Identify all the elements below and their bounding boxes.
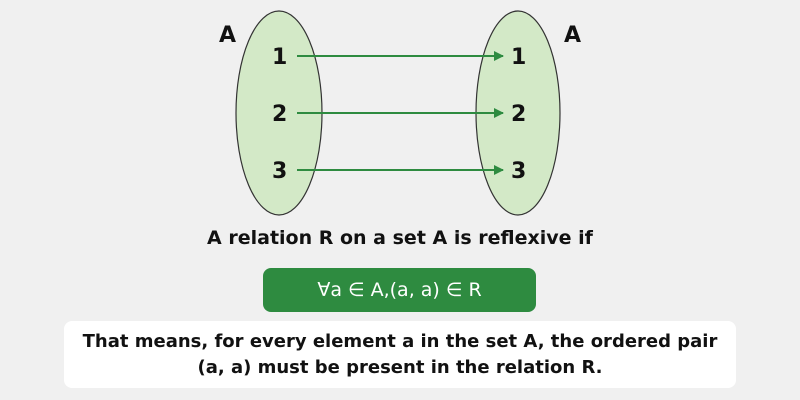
left-element-1: 1 bbox=[272, 45, 287, 70]
left-set-label: A bbox=[219, 23, 236, 48]
right-element-3: 3 bbox=[511, 159, 526, 184]
right-set-label: A bbox=[564, 23, 581, 48]
left-element-3: 3 bbox=[272, 159, 287, 184]
explanation-box: That means, for every element a in the s… bbox=[64, 321, 736, 388]
reflexive-formula: ∀a ∈ A,(a, a) ∈ R bbox=[317, 279, 482, 301]
formula-box: ∀a ∈ A,(a, a) ∈ R bbox=[263, 268, 536, 312]
right-element-1: 1 bbox=[511, 45, 526, 70]
definition-caption: A relation R on a set A is reflexive if bbox=[207, 227, 593, 249]
left-element-2: 2 bbox=[272, 102, 287, 127]
right-element-2: 2 bbox=[511, 102, 526, 127]
explanation-text: That means, for every element a in the s… bbox=[82, 330, 718, 378]
mapping-diagram: A 1 2 3 A 1 2 3 bbox=[219, 10, 581, 216]
